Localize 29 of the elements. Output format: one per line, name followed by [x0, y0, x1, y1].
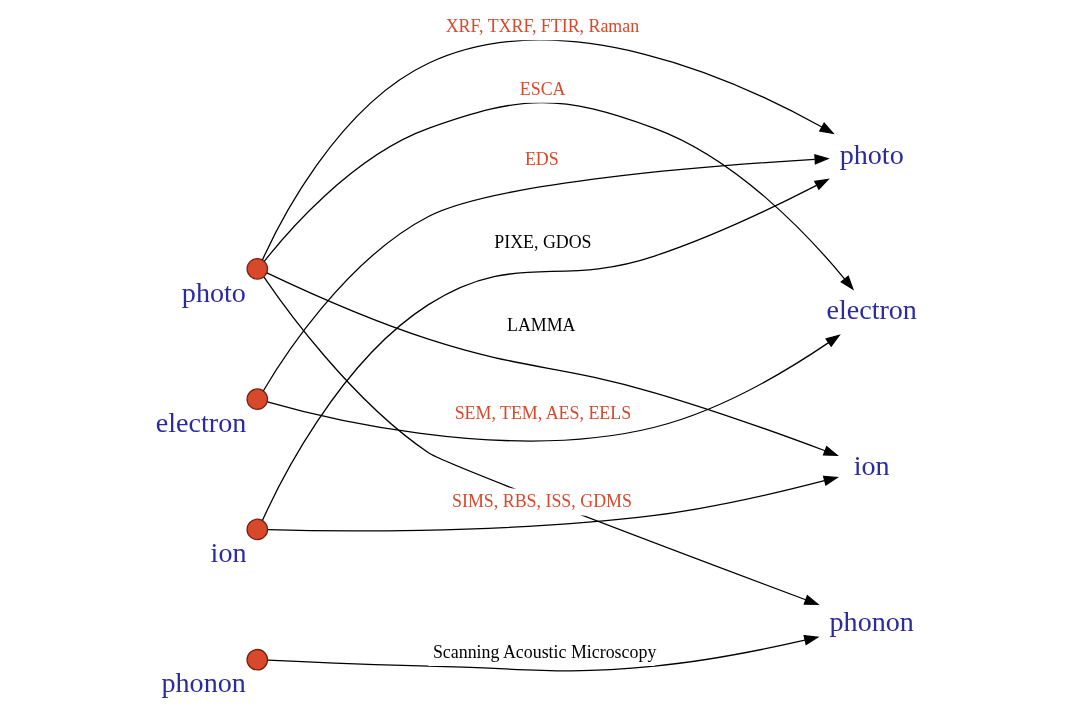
node-circle	[245, 258, 268, 280]
arrow	[263, 101, 854, 291]
arrow	[266, 334, 841, 442]
edge-label: Scanning Acoustic Microscopy	[432, 642, 656, 663]
node-label: photo	[181, 276, 246, 308]
edge-label: SEM, TEM, AES, EELS	[454, 403, 631, 424]
edge-label: LAMMA	[506, 315, 576, 336]
edge-label: EDS	[524, 149, 559, 170]
arrow	[265, 272, 839, 456]
edge-label: XRF, TXRF, FTIR, Raman	[445, 16, 639, 37]
node-circle	[245, 388, 268, 410]
arrow	[262, 154, 830, 392]
edge-label: SIMS, RBS, ISS, GDMS	[451, 491, 632, 512]
arrow	[266, 475, 839, 532]
arrow	[261, 178, 830, 521]
node-text: ion	[853, 450, 890, 482]
node-label: ion	[210, 537, 247, 569]
node-text: photo	[839, 138, 904, 170]
node-label: electron	[155, 406, 246, 438]
arrow	[266, 635, 819, 672]
node-label: phonon	[161, 667, 246, 699]
node-text: phonon	[829, 606, 914, 638]
arrow	[262, 276, 820, 605]
node-circle	[245, 518, 268, 541]
arrow	[261, 39, 835, 261]
edge-label: PIXE, GDOS	[493, 232, 592, 253]
node-text: electron	[825, 294, 917, 326]
node-circle	[245, 648, 268, 671]
edge-label: ESCA	[519, 78, 565, 99]
